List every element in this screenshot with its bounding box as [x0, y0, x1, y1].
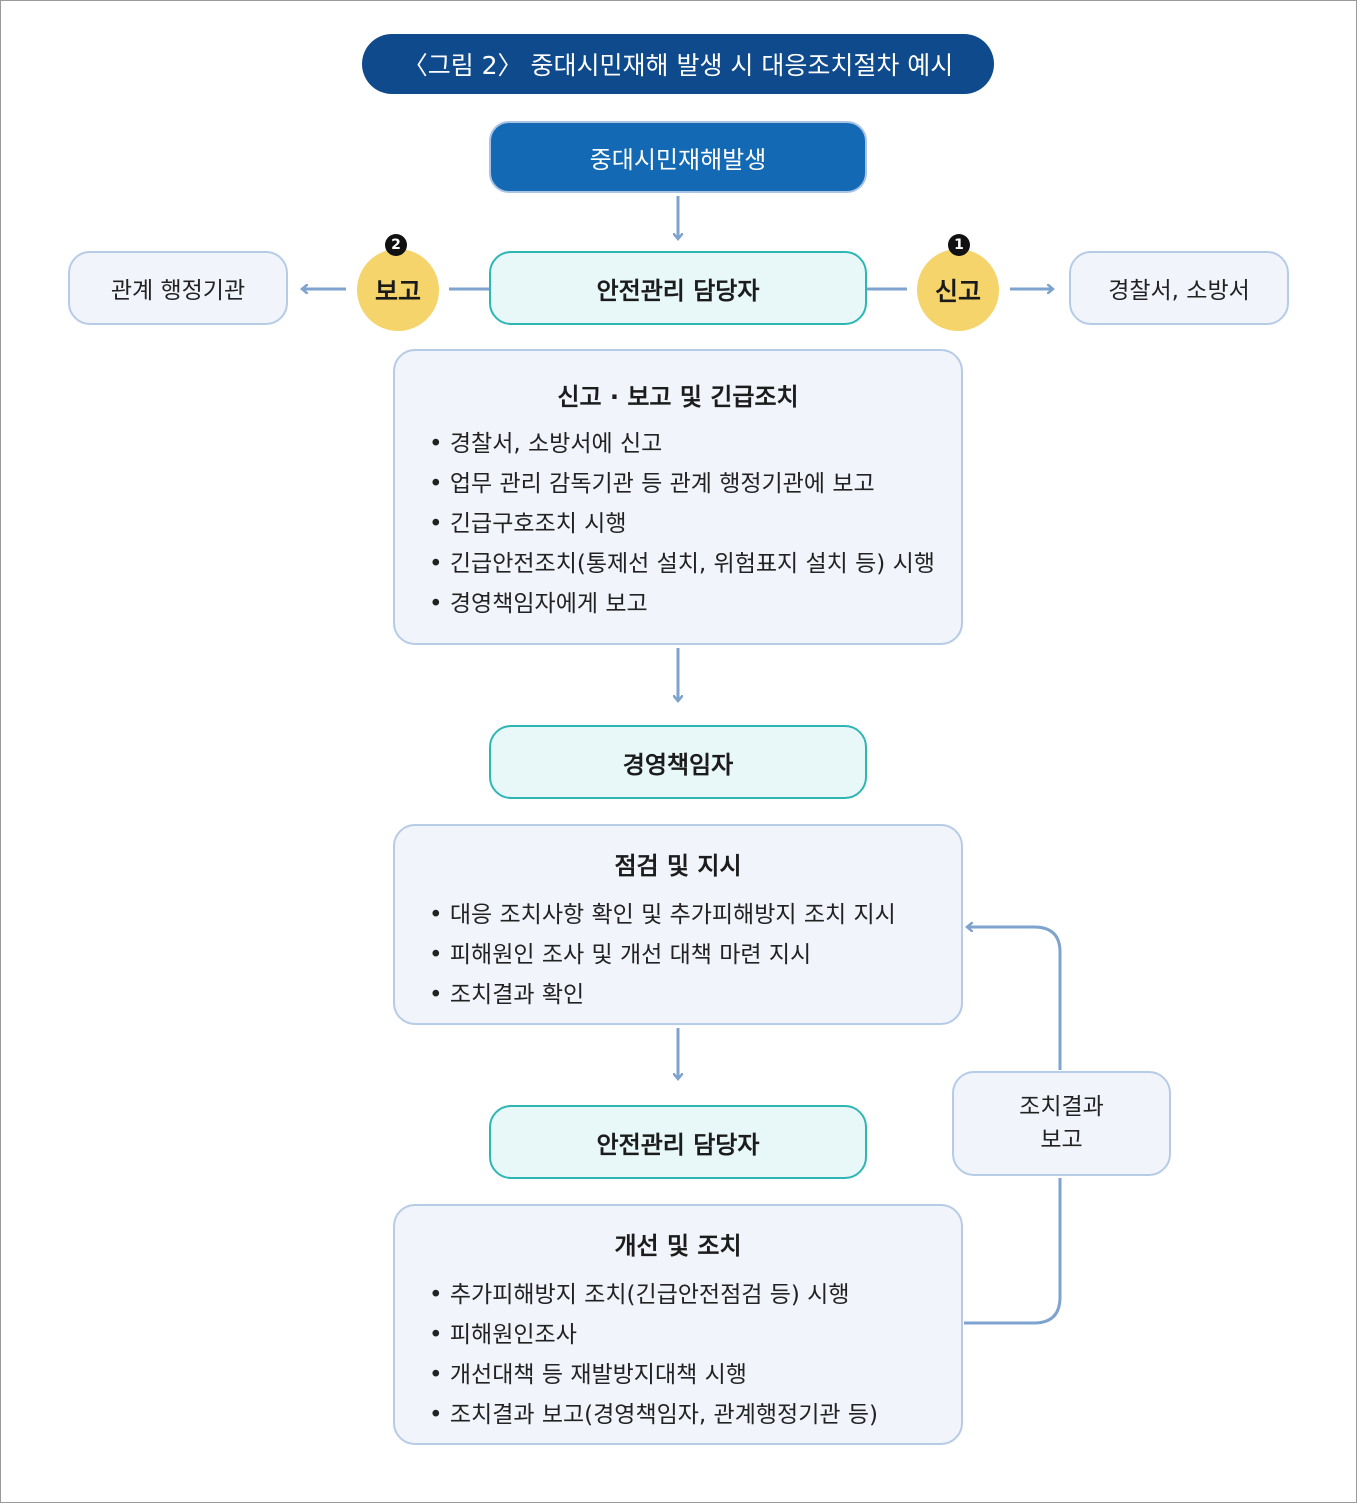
police-fire-box: 경찰서, 소방서	[1069, 251, 1289, 325]
feedback-line-upper	[968, 927, 1062, 1070]
admin-agency-box: 관계 행정기관	[68, 251, 288, 325]
box1-item: 긴급안전조치(통제선 설치, 위험표지 설치 등) 시행	[429, 544, 961, 584]
box1-item: 업무 관리 감독기관 등 관계 행정기관에 보고	[429, 464, 961, 504]
box1-item: 경찰서, 소방서에 신고	[429, 424, 961, 464]
notify-report-emergency-box: 신고 · 보고 및 긴급조치 경찰서, 소방서에 신고 업무 관리 감독기관 등…	[393, 349, 963, 645]
box1-item: 긴급구호조치 시행	[429, 504, 961, 544]
box2-item: 피해원인 조사 및 개선 대책 마련 지시	[429, 935, 961, 975]
report-circle: 보고	[357, 249, 439, 331]
box1-heading: 신고 · 보고 및 긴급조치	[557, 383, 799, 411]
box2-item: 대응 조치사항 확인 및 추가피해방지 조치 지시	[429, 895, 961, 935]
executive-box: 경영책임자	[489, 725, 867, 799]
box3-item: 조치결과 보고(경영책임자, 관계행정기관 등)	[429, 1395, 961, 1435]
box3-item: 추가피해방지 조치(긴급안전점검 등) 시행	[429, 1275, 961, 1315]
feedback-line-lower	[964, 1178, 1062, 1325]
step-number-1: 1	[948, 234, 970, 256]
box3-item: 피해원인조사	[429, 1315, 961, 1355]
safety-manager-box-2: 안전관리 담당자	[489, 1105, 867, 1179]
box1-item: 경영책임자에게 보고	[429, 584, 961, 624]
box3-item: 개선대책 등 재발방지대책 시행	[429, 1355, 961, 1395]
step-number-2: 2	[385, 234, 407, 256]
box2-item: 조치결과 확인	[429, 975, 961, 1015]
result-report-line2: 보고	[1040, 1126, 1083, 1153]
event-box: 중대시민재해발생	[489, 121, 867, 193]
safety-manager-box: 안전관리 담당자	[489, 251, 867, 325]
notify-circle: 신고	[917, 249, 999, 331]
figure-title: 〈그림 2〉 중대시민재해 발생 시 대응조치절차 예시	[362, 34, 994, 94]
improvement-action-box: 개선 및 조치 추가피해방지 조치(긴급안전점검 등) 시행 피해원인조사 개선…	[393, 1204, 963, 1445]
result-report-box: 조치결과 보고	[952, 1071, 1171, 1176]
result-report-line1: 조치결과	[1019, 1093, 1104, 1120]
box2-heading: 점검 및 지시	[614, 852, 742, 880]
box3-heading: 개선 및 조치	[614, 1232, 742, 1260]
inspection-instruction-box: 점검 및 지시 대응 조치사항 확인 및 추가피해방지 조치 지시 피해원인 조…	[393, 824, 963, 1025]
